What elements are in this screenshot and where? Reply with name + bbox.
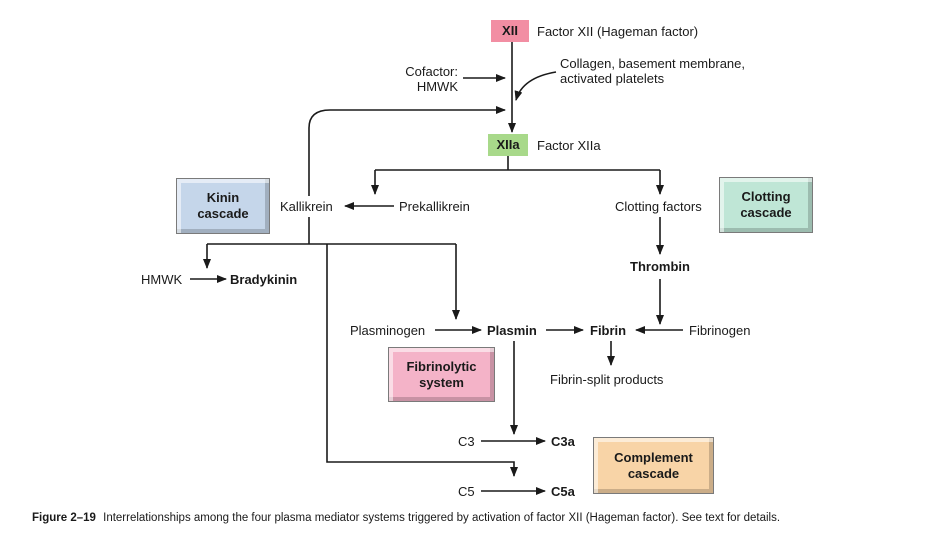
clotting-factors-node: Clotting factors [615, 199, 702, 214]
plasminogen-node: Plasminogen [350, 323, 426, 338]
cofactor-line2: HMWK [416, 79, 458, 94]
factor-xiia-label: Factor XIIa [537, 138, 601, 153]
fibrinogen-node: Fibrinogen [689, 323, 751, 338]
bradykinin-node: Bradykinin [230, 272, 298, 287]
kinin-cascade-box: Kinin cascade [176, 178, 270, 234]
factor-xii-label: Factor XII (Hageman factor) [537, 24, 699, 39]
fibrin-split-products-node: Fibrin-split products [550, 372, 664, 387]
cofactor-label: Cofactor: HMWK [372, 64, 458, 94]
fibrinolytic-line2: system [419, 374, 464, 390]
collagen-line1: Collagen, basement membrane, [560, 56, 745, 71]
c3-node: C3 [458, 434, 475, 449]
fibrinolytic-line1: Fibrinolytic [406, 358, 477, 374]
collagen-label: Collagen, basement membrane, activated p… [560, 56, 745, 86]
clotting-cascade-box: Clotting cascade [719, 177, 813, 233]
plasmin-node: Plasmin [487, 323, 537, 338]
thrombin-node: Thrombin [630, 259, 690, 274]
caption-text: Interrelationships among the four plasma… [103, 512, 781, 524]
arrow-collagen [514, 71, 557, 101]
prekallikrein-node: Prekallikrein [399, 199, 470, 214]
figure-label: Figure 2–19 [32, 512, 96, 524]
figure-caption: Figure 2–19 Interrelationships among the… [32, 511, 780, 525]
c5a-node: C5a [551, 484, 575, 499]
cofactor-line1: Cofactor: [405, 64, 458, 79]
complement-line1: Complement [614, 449, 693, 465]
fibrinolytic-system-box: Fibrinolytic system [388, 347, 495, 402]
collagen-line2: activated platelets [560, 71, 665, 86]
hmwk-node: HMWK [141, 272, 183, 287]
fibrin-node: Fibrin [590, 323, 627, 338]
clotting-line2: cascade [740, 205, 792, 220]
complement-line2: cascade [627, 465, 680, 481]
c5-node: C5 [458, 484, 475, 499]
kallikrein-node: Kallikrein [280, 199, 333, 214]
factor-xii-tag: XII [491, 20, 529, 42]
clotting-line1: Clotting [741, 189, 791, 204]
complement-cascade-box: Complement cascade [593, 437, 714, 494]
arrow-kallikrein-feedback [308, 106, 506, 196]
c3a-node: C3a [551, 434, 575, 449]
kinin-line2: cascade [197, 206, 249, 221]
factor-xiia-tag: XIIa [488, 134, 528, 156]
arrow-kallikrein-c5 [326, 244, 518, 477]
kinin-line1: Kinin [206, 190, 240, 205]
